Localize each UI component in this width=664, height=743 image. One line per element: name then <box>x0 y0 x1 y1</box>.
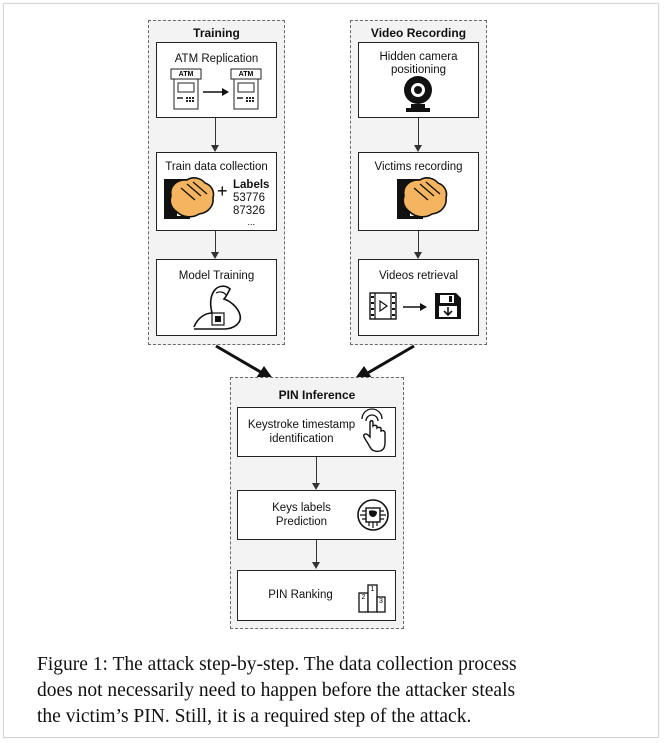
brain-chip-icon <box>357 499 389 531</box>
training-title: Training <box>193 26 240 40</box>
label-value: 87326 <box>233 205 265 217</box>
atm-right-label: ATM <box>238 71 254 78</box>
plus-sign: + <box>217 181 228 201</box>
labels-heading: Labels <box>233 179 270 191</box>
connector-line <box>215 118 216 146</box>
connector-arrowhead <box>312 483 320 490</box>
right-arrow-icon <box>203 88 229 96</box>
hidden-camera-label-line1: Hidden camera <box>379 51 458 63</box>
figure-frame: Training ATM Replication ATM ATM Train d… <box>3 3 659 738</box>
atm-replication-label: ATM Replication <box>174 53 259 65</box>
hand-over-keypad-icon <box>397 177 448 219</box>
podium-number: 1 <box>370 586 375 593</box>
video-to-inference-arrow <box>354 344 415 380</box>
right-arrow-icon <box>403 303 427 311</box>
keys-labels-line1: Keys labels <box>272 502 331 514</box>
connector-line <box>215 231 216 253</box>
pin-ranking-label: PIN Ranking <box>268 589 333 601</box>
pin-inference-title: PIN Inference <box>278 388 356 402</box>
labels-block: Labels 53776 87326 ... <box>233 179 270 227</box>
video-file-icon <box>369 292 397 320</box>
connector-arrowhead <box>312 562 320 569</box>
videos-retrieval-label: Videos retrieval <box>378 270 459 282</box>
atm-left-label: ATM <box>178 71 194 78</box>
train-data-collection-label: Train data collection <box>165 161 268 173</box>
keys-labels-line2: Prediction <box>275 516 328 528</box>
connector-arrowhead <box>414 145 422 152</box>
podium-number: 3 <box>379 598 383 605</box>
flexed-arm-chip-icon <box>193 285 242 330</box>
hidden-camera-label-line2: positioning <box>391 64 446 76</box>
podium-number: 2 <box>361 594 366 601</box>
webcam-icon <box>404 76 432 112</box>
figure-caption: Figure 1: The attack step-by-step. The d… <box>37 652 637 730</box>
caption-line: the victim’s PIN. Still, it is a require… <box>37 706 472 727</box>
connector-arrowhead <box>211 145 219 152</box>
training-to-inference-arrow <box>215 344 274 380</box>
label-value: 53776 <box>233 192 265 204</box>
keystroke-label-line2: identification <box>269 433 334 445</box>
podium-icon <box>358 584 386 613</box>
connector-line <box>418 231 419 253</box>
floppy-save-icon <box>435 293 461 319</box>
model-training-label: Model Training <box>178 270 255 282</box>
connector-line <box>316 457 317 484</box>
video-recording-title: Video Recording <box>370 26 467 40</box>
atm-icon <box>170 68 202 110</box>
hand-over-keypad-icon <box>164 177 215 219</box>
label-value: ... <box>247 217 255 227</box>
caption-line: Figure 1: The attack step-by-step. The d… <box>37 654 517 675</box>
connector-arrowhead <box>211 252 219 259</box>
connector-line <box>418 118 419 146</box>
connector-arrowhead <box>414 252 422 259</box>
keystroke-label-line1: Keystroke timestamp <box>247 419 356 431</box>
atm-icon <box>230 68 262 110</box>
caption-line: does not necessarily need to happen befo… <box>37 680 516 701</box>
connector-line <box>316 540 317 563</box>
victims-recording-label: Victims recording <box>374 161 463 173</box>
touch-tap-icon <box>361 408 386 453</box>
